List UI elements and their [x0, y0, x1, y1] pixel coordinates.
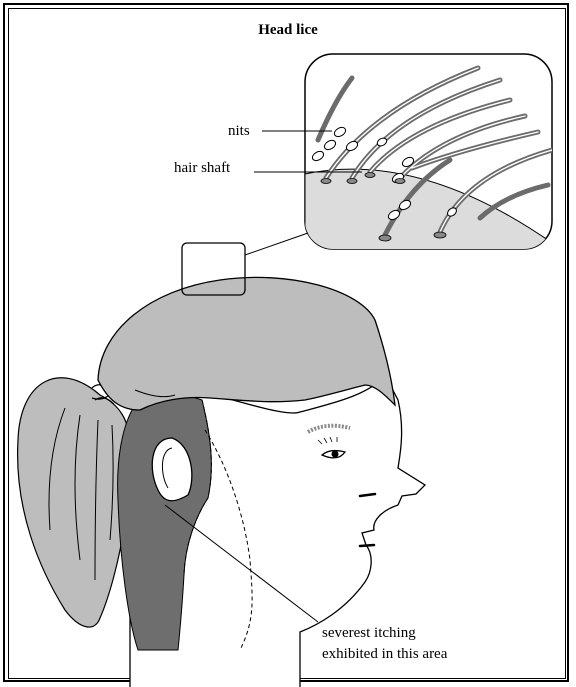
nits-label: nits [228, 123, 250, 139]
itch-label-line2: exhibited in this area [322, 646, 448, 662]
ponytail [18, 378, 130, 627]
magnified-inset [305, 54, 555, 260]
inset-connector [245, 233, 308, 255]
diagram-title: Head lice [258, 22, 318, 38]
hair-shaft-label: hair shaft [174, 160, 231, 176]
itch-label-line1: severest itching [322, 625, 416, 641]
hair-cap [98, 277, 395, 410]
